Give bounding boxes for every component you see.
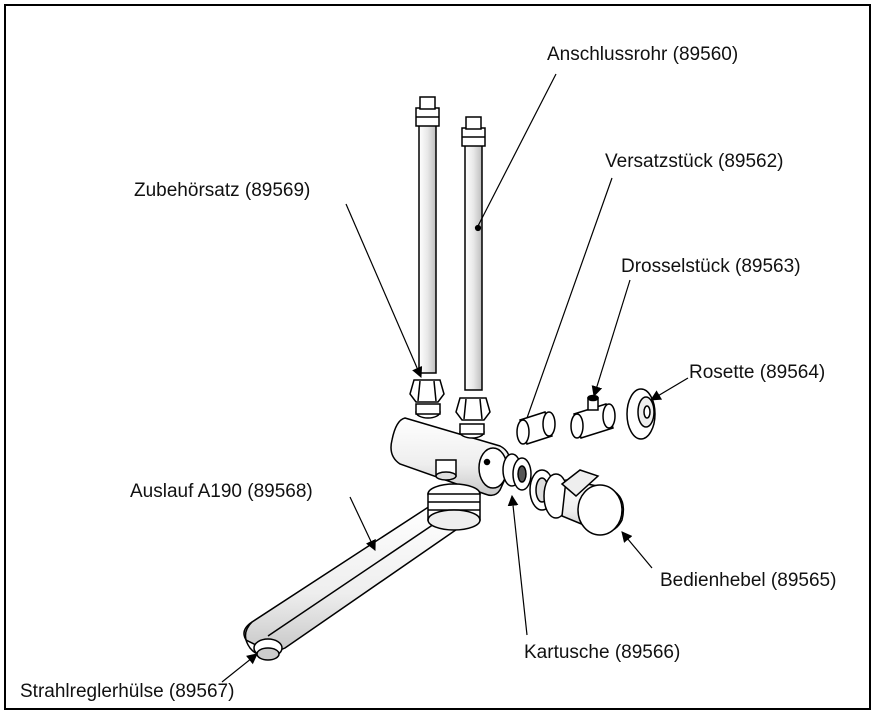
leader-kartusche (507, 494, 528, 636)
cartridge (502, 453, 532, 491)
label-anschlussrohr: Anschlussrohr (89560) (547, 44, 738, 65)
leader-auslauf (349, 496, 376, 551)
label-drosselstueck: Drosselstück (89563) (621, 256, 801, 277)
label-zubehoersatz: Zubehörsatz (89569) (134, 180, 310, 201)
leader-dot-anschlussrohr (474, 224, 482, 232)
fitting-nuts (409, 379, 491, 421)
leader-strahlregler (221, 653, 258, 683)
spout (243, 483, 481, 661)
label-rosette: Rosette (89564) (689, 362, 825, 383)
label-kartusche: Kartusche (89566) (524, 642, 680, 663)
leader-bedienhebel (621, 531, 653, 569)
leader-anschlussrohr (477, 73, 557, 227)
connection-pipes (415, 96, 486, 391)
label-auslauf: Auslauf A190 (89568) (130, 481, 313, 502)
leader-versatzstueck (526, 177, 613, 419)
leader-lines (221, 73, 689, 683)
leader-drosselstueck (591, 279, 631, 398)
leader-zubehoersatz (345, 203, 423, 378)
offset-piece (516, 411, 556, 445)
throttle-piece (570, 394, 616, 439)
label-strahlregler: Strahlreglerhülse (89567) (20, 681, 234, 702)
rosette (626, 388, 656, 440)
leader-rosette (650, 377, 689, 401)
label-bedienhebel: Bedienhebel (89565) (660, 570, 836, 591)
mixer-body (390, 403, 512, 497)
operating-lever (529, 469, 625, 536)
label-versatzstueck: Versatzstück (89562) (605, 151, 783, 172)
